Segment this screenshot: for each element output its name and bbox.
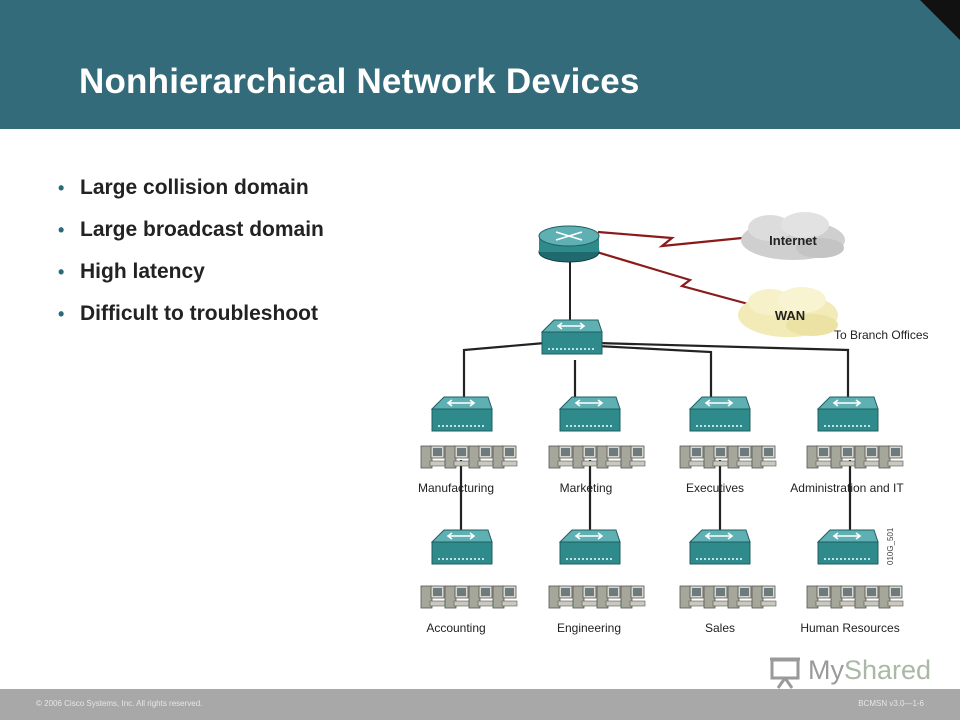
header-corner-accent — [920, 0, 960, 40]
group-label-marketing: Marketing — [560, 481, 613, 495]
internet-link — [597, 230, 743, 248]
workstation-group-icon — [549, 446, 645, 468]
wan-cloud: WAN — [738, 287, 838, 337]
bullet-text: Large collision domain — [80, 176, 309, 199]
hub-icon — [817, 529, 879, 565]
router-icon — [538, 225, 600, 263]
workstation-group-icon — [421, 446, 517, 468]
logo-text: MyShared — [808, 655, 931, 686]
hub-icon — [559, 396, 621, 432]
logo-text-shared: Shared — [844, 655, 932, 685]
logo-text-my: My — [808, 655, 844, 685]
group-label-engineering: Engineering — [557, 621, 621, 635]
copyright-text: © 2006 Cisco Systems, Inc. All rights re… — [36, 699, 203, 708]
hub-icon — [689, 396, 751, 432]
figure-id: 010G_501 — [886, 527, 895, 565]
network-diagram: Internet WAN To Branch Offices — [418, 212, 929, 635]
workstation-group-icon — [807, 446, 903, 468]
group-label-administration: Administration and IT — [790, 481, 904, 495]
bullet-text: High latency — [80, 260, 205, 283]
bullet-dot-icon: • — [58, 220, 65, 240]
internet-label: Internet — [769, 233, 817, 248]
hub-icon — [431, 529, 493, 565]
hub-icon — [689, 529, 751, 565]
bullet-text: Difficult to troubleshoot — [80, 302, 318, 325]
hub-icon — [817, 396, 879, 432]
bullet-item: • High latency — [58, 254, 324, 296]
bullet-dot-icon: • — [58, 304, 65, 324]
workstation-group-icon — [680, 446, 776, 468]
core-hub-icon — [541, 319, 603, 355]
group-label-sales: Sales — [705, 621, 735, 635]
slide-number: BCMSN v3.0—1-6 — [858, 699, 924, 708]
presentation-icon — [770, 657, 800, 689]
bullet-item: • Difficult to troubleshoot — [58, 296, 324, 338]
bullet-text: Large broadcast domain — [80, 218, 324, 241]
workstation-group-icon — [807, 586, 903, 608]
group-label-human-resources: Human Resources — [800, 621, 899, 635]
workstation-group-icon — [421, 586, 517, 608]
bullet-item: • Large broadcast domain — [58, 212, 324, 254]
hub-icon — [559, 529, 621, 565]
bullet-dot-icon: • — [58, 178, 65, 198]
slide-header: Nonhierarchical Network Devices — [0, 0, 960, 129]
hub-icon — [431, 396, 493, 432]
workstation-group-icon — [680, 586, 776, 608]
branch-offices-label: To Branch Offices — [834, 328, 929, 342]
group-label-manufacturing: Manufacturing — [418, 481, 494, 495]
bullet-item: • Large collision domain — [58, 170, 324, 212]
group-label-executives: Executives — [686, 481, 744, 495]
slide-title: Nonhierarchical Network Devices — [79, 62, 640, 101]
slide-footer: © 2006 Cisco Systems, Inc. All rights re… — [0, 689, 960, 720]
workstation-group-icon — [549, 586, 645, 608]
myshared-logo: MyShared — [768, 652, 931, 692]
bullet-dot-icon: • — [58, 262, 65, 282]
internet-cloud: Internet — [741, 212, 845, 260]
wan-label: WAN — [775, 308, 805, 323]
core-bus — [459, 341, 852, 535]
wan-link — [589, 248, 753, 307]
bullet-list: • Large collision domain • Large broadcast… — [58, 170, 324, 338]
group-label-accounting: Accounting — [426, 621, 485, 635]
